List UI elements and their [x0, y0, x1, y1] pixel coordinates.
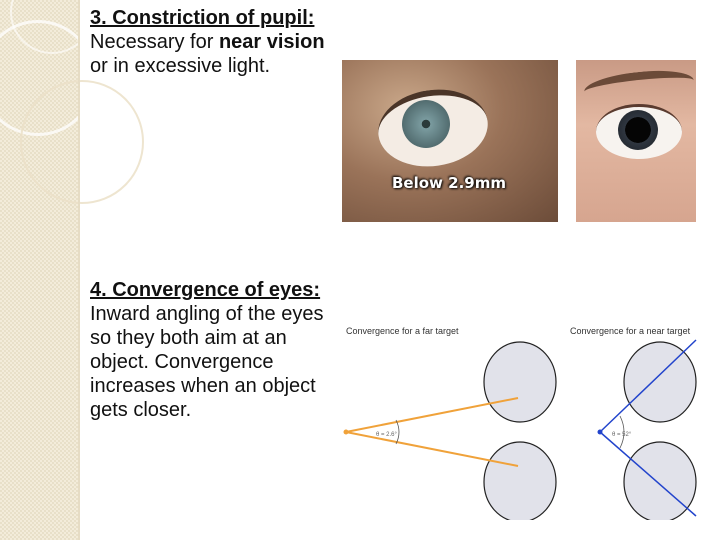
far-target-dot [343, 429, 349, 435]
convergence-diagram-svg: Convergence for a far target Convergence… [343, 326, 697, 523]
iris [402, 100, 450, 148]
section-constriction-of-pupil: 3. Constriction of pupil: Necessary for … [90, 6, 335, 78]
decorative-circle [20, 80, 144, 204]
section-convergence-of-eyes: 4. Convergence of eyes: Inward angling o… [90, 278, 345, 422]
near-target-title: Convergence for a near target [570, 326, 691, 336]
section-text: or in excessive light. [90, 55, 271, 77]
eye-photo-constricted: Below 2.9mm [342, 60, 558, 222]
far-eye-left [483, 341, 557, 423]
near-sight-line-left [599, 339, 697, 433]
near-target-dot [597, 429, 603, 435]
side-divider [78, 0, 80, 540]
section-bold-text: near vision [218, 31, 325, 53]
far-target-title: Convergence for a far target [346, 326, 459, 336]
far-angle-label: θ = 2.6° [376, 432, 398, 438]
far-sight-line-left [345, 397, 519, 433]
section-heading: 3. Constriction of pupil: [90, 7, 315, 29]
near-eye-right [623, 441, 697, 523]
far-angle-arc [395, 419, 400, 445]
decorative-side-strip [0, 0, 144, 540]
eyebrow [582, 66, 696, 106]
near-angle-arc [619, 415, 625, 449]
photo-caption: Below 2.9mm [392, 174, 506, 192]
near-eye-left [623, 341, 697, 423]
far-sight-line-right [345, 431, 519, 467]
eye-photo-dilated [576, 60, 696, 222]
pupil [618, 110, 658, 150]
near-sight-line-right [599, 431, 697, 517]
convergence-diagram: Convergence for a far target Convergence… [342, 320, 702, 523]
section-heading: 4. Convergence of eyes: [90, 279, 321, 301]
near-angle-label: θ = 52° [612, 432, 632, 438]
section-text: Necessary for [90, 31, 219, 53]
far-eye-right [483, 441, 557, 523]
section-body: Inward angling of the eyes so they both … [90, 303, 324, 421]
